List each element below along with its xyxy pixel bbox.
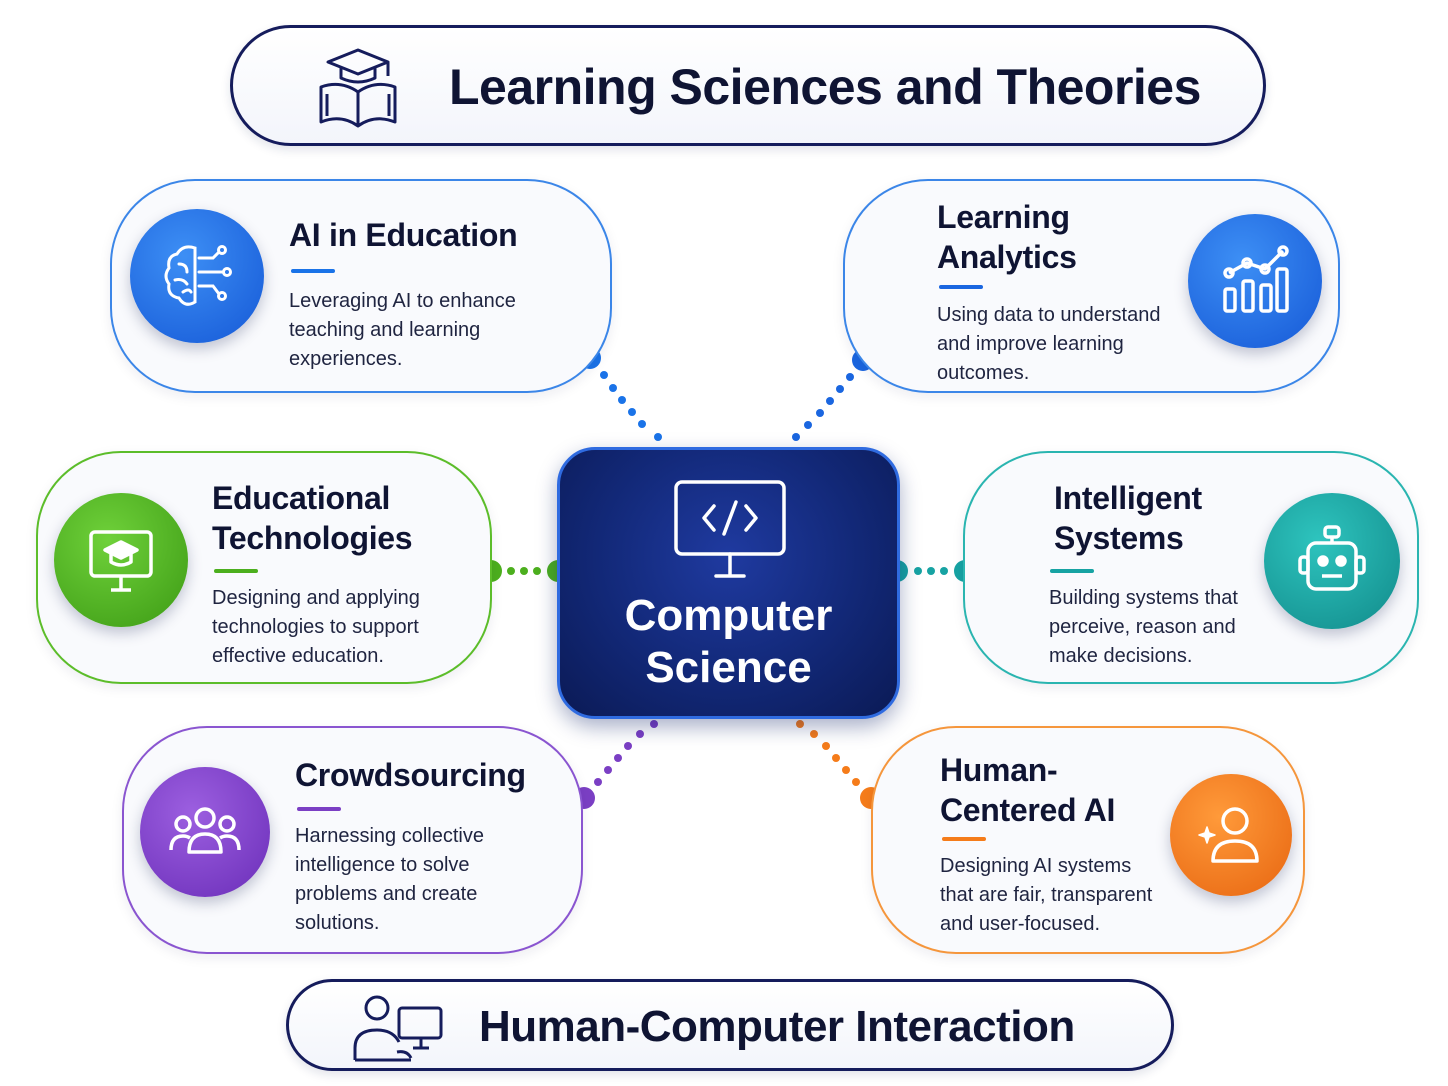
ai-education-desc: Leveraging AI to enhance teaching and le… [289,290,516,370]
top-banner-title: Learning Sciences and Theories [449,59,1201,115]
learning-analytics-desc: Using data to understand and improve lea… [937,304,1161,384]
ai-education-title: AI in Education [289,217,518,253]
intelligent-systems-desc: Building systems that perceive, reason a… [1049,587,1238,667]
monitor-graduation-icon [89,530,153,592]
educational-technologies-rule [214,569,258,573]
educational-technologies-desc: Designing and applying technologies to s… [212,587,420,667]
crowdsourcing-title: Crowdsourcing [295,757,526,793]
card-crowdsourcing: Crowdsourcing Harnessing collective inte… [122,726,583,954]
user-computer-icon [353,995,443,1062]
ai-education-icon-circle [130,209,264,343]
human-centered-ai-rule [942,837,986,841]
educational-technologies-title: Educational Technologies [212,480,413,556]
robot-icon [1298,525,1366,591]
learning-analytics-icon-circle [1188,214,1322,348]
human-centered-ai-desc: Designing AI systems that are fair, tran… [940,855,1153,935]
card-ai-in-education: AI in Education Leveraging AI to enhance… [110,179,612,393]
learning-analytics-title: Learning Analytics [937,199,1077,275]
intelligent-systems-rule [1050,569,1094,573]
center-title: Computer Science [624,591,833,692]
graduation-cap-book-icon [319,48,397,128]
bottom-banner-title: Human-Computer Interaction [479,1002,1075,1051]
card-human-centered-ai: Human-Centered AI Designing AI systems t… [871,726,1305,954]
crowdsourcing-desc: Harnessing collective intelligence to so… [295,825,484,934]
group-people-icon [169,807,241,854]
ai-education-rule [291,269,335,273]
human-centered-ai-icon-circle [1170,774,1292,896]
brain-circuit-icon [164,245,232,306]
code-monitor-icon [674,480,786,578]
bottom-banner: Human-Computer Interaction [286,979,1174,1071]
card-intelligent-systems: Intelligent Systems Building systems tha… [963,451,1419,684]
human-centered-ai-title: Human-Centered AI [940,752,1116,828]
card-learning-analytics: Learning Analytics Using data to underst… [843,179,1340,393]
analytics-chart-icon [1223,245,1289,313]
crowdsourcing-icon-circle [140,767,270,897]
educational-technologies-icon-circle [54,493,188,627]
intelligent-systems-icon-circle [1264,493,1400,629]
center-computer-science: Computer Science [557,447,900,719]
top-banner: Learning Sciences and Theories [230,25,1266,146]
user-sparkle-icon [1198,807,1259,863]
crowdsourcing-rule [297,807,341,811]
intelligent-systems-title: Intelligent Systems [1054,480,1202,556]
learning-analytics-rule [939,285,983,289]
card-educational-technologies: Educational Technologies Designing and a… [36,451,492,684]
